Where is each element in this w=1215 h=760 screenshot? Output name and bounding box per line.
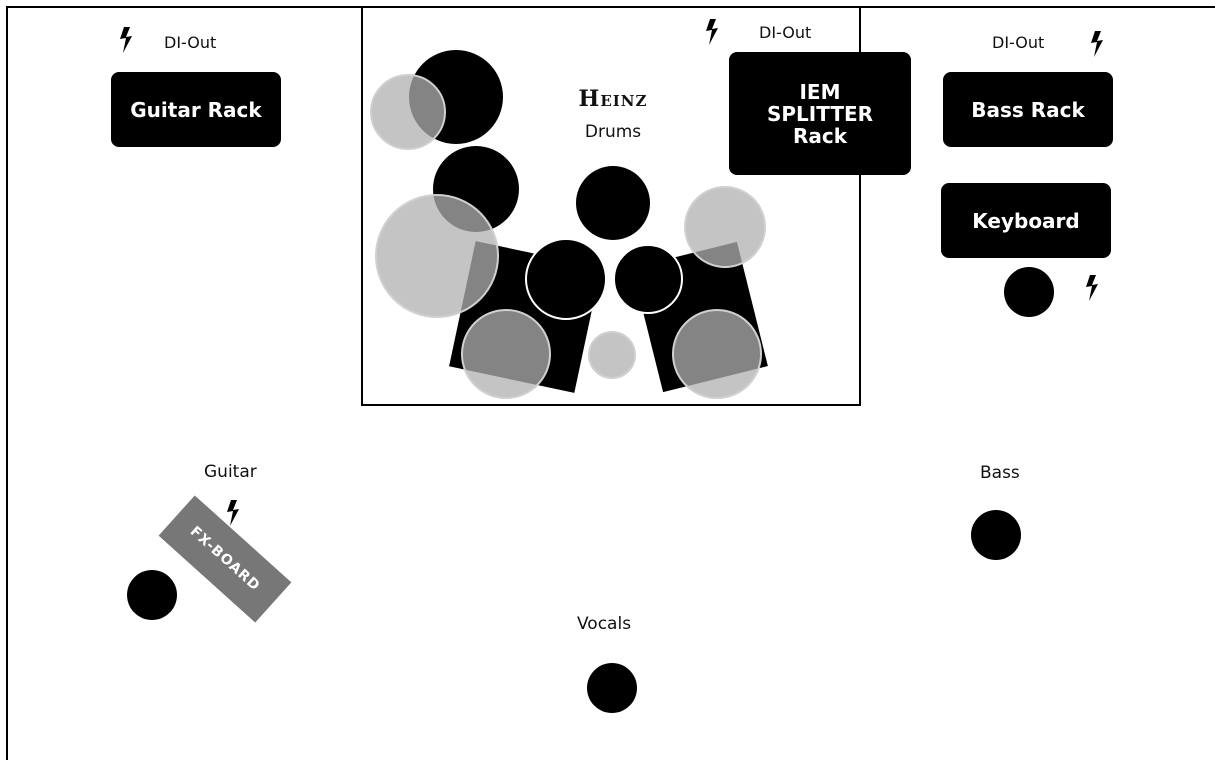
keyboard-monitor-wedge [1004,267,1054,317]
tom-center [576,166,650,240]
cymbal-crash-right [684,186,766,268]
bass-rack: Bass Rack [943,72,1113,147]
stage-edge-left [6,6,8,760]
cymbal-floor-right [672,309,762,399]
guitar-rack: Guitar Rack [111,72,281,147]
vocals-monitor-wedge [587,663,637,713]
cymbal-ride-left [375,194,499,318]
tom-rack-left [525,238,607,320]
power-bolt-icon [706,19,718,45]
di-out-label-bass: DI-Out [992,33,1045,52]
power-bolt-icon [227,500,239,526]
power-bolt-icon [1091,31,1103,57]
power-bolt-icon [1086,275,1098,301]
vocals-position-label: Vocals [577,614,632,634]
tom-rack-right [613,244,683,314]
iem-splitter-rack-label: IEM SPLITTER Rack [766,79,874,148]
iem-splitter-rack: IEM SPLITTER Rack [729,52,911,175]
cymbal-small-center [588,331,636,379]
power-bolt-icon [120,27,132,53]
guitar-monitor-wedge [127,570,177,620]
guitar-position-label: Guitar [204,462,257,482]
bass-position-label: Bass [980,463,1020,483]
keyboard-rack-label: Keyboard [972,208,1080,233]
guitar-rack-label: Guitar Rack [130,97,262,122]
bass-monitor-wedge [971,510,1021,560]
cymbal-floor-left [461,309,551,399]
di-out-label-iem: DI-Out [759,23,812,42]
bass-rack-label: Bass Rack [971,97,1085,122]
drum-brand-logo: Heinz [578,86,648,112]
cymbal-hihat [370,74,446,150]
drum-riser [361,6,861,406]
di-out-label-guitar: DI-Out [164,33,217,52]
keyboard-rack: Keyboard [941,183,1111,258]
drum-label: Drums [584,122,642,142]
